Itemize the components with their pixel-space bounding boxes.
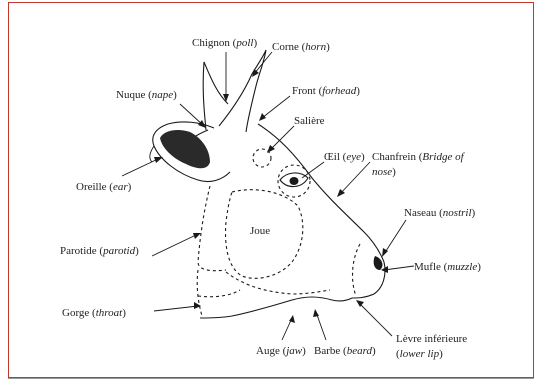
oreille-arrow	[154, 157, 163, 163]
chanfrein-leader	[340, 162, 370, 194]
forehead-line	[258, 124, 384, 262]
eye-pupil	[290, 177, 299, 185]
chignon-arrow	[223, 94, 229, 102]
label-oreille: Oreille (ear)	[76, 181, 132, 193]
label-corne: Corne (horn)	[272, 41, 330, 53]
ear-tip	[150, 146, 154, 162]
jaw-region	[226, 272, 330, 294]
label-oeil: Œil (eye)	[324, 151, 365, 163]
label-mufle: Mufle (muzzle)	[414, 261, 481, 273]
label-parotide: Parotide (parotid)	[60, 245, 139, 257]
label-joue: Joue	[250, 225, 270, 237]
label-saliere: Salière	[294, 115, 325, 127]
muzzle-region	[353, 244, 360, 296]
throat-region	[197, 270, 202, 316]
barbe-arrow	[313, 309, 319, 317]
label-naseau: Naseau (nostril)	[404, 207, 476, 219]
parotide-arrow	[193, 233, 201, 239]
label-gorge: Gorge (throat)	[62, 307, 126, 319]
levre-arrow	[356, 300, 364, 307]
ear	[150, 122, 230, 182]
front-arrow	[259, 113, 266, 121]
label-nuque: Nuque (nape)	[116, 89, 177, 101]
label-chanfrein-line1: Chanfrein (Bridge of	[372, 151, 466, 163]
label-levre-line2: (lower lip)	[396, 348, 443, 360]
ear-inner-shading	[160, 130, 210, 168]
label-barbe: Barbe (beard)	[314, 345, 376, 357]
label-chignon: Chignon (poll)	[192, 37, 257, 49]
naseau-leader	[384, 220, 406, 254]
label-front: Front (forhead)	[292, 85, 360, 97]
jaw-line	[200, 297, 352, 318]
front-leader	[262, 96, 290, 118]
parotide-leader	[152, 234, 198, 256]
levre-leader	[358, 302, 392, 336]
label-levre-line1: Lèvre inférieure	[396, 333, 467, 345]
mufle-leader	[384, 266, 414, 270]
regions	[197, 149, 360, 316]
labels: Chignon (poll) Corne (horn) Nuque (nape)…	[60, 37, 481, 360]
corne-arrow	[252, 69, 259, 77]
throat-upper-region	[198, 290, 240, 297]
nostril	[374, 256, 383, 270]
label-chanfrein-line2: nose)	[372, 166, 396, 178]
label-auge: Auge (jaw)	[256, 345, 306, 357]
oreille-leader	[122, 158, 160, 176]
gorge-leader	[154, 306, 198, 311]
parotid-region	[198, 186, 226, 271]
saliere-leader	[270, 126, 294, 150]
